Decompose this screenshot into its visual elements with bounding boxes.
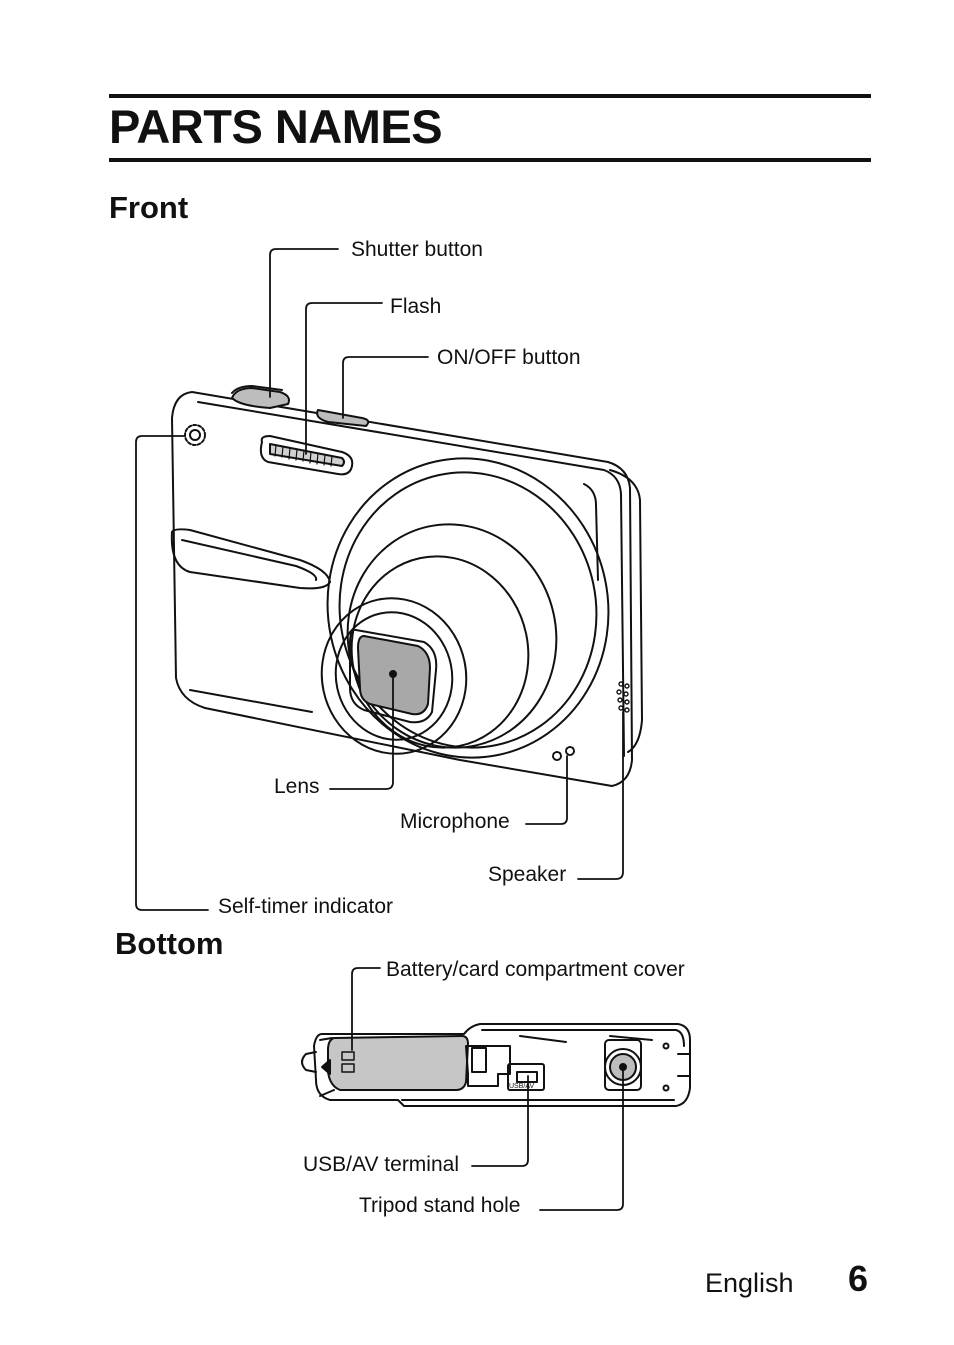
page-title: PARTS NAMES <box>109 100 443 153</box>
label-self-timer-indicator: Self-timer indicator <box>218 895 394 918</box>
camera-front-illustration <box>170 385 643 787</box>
title-rule-bottom <box>109 158 871 162</box>
label-on-off-button: ON/OFF button <box>437 346 581 369</box>
footer-language: English <box>705 1268 794 1298</box>
section-title-front: Front <box>109 190 189 225</box>
label-lens: Lens <box>274 775 320 798</box>
label-shutter-button: Shutter button <box>351 238 483 261</box>
usb-av-marking: USB/AV <box>509 1083 534 1090</box>
label-battery-card-cover: Battery/card compartment cover <box>386 958 685 981</box>
label-speaker: Speaker <box>488 863 567 886</box>
title-rule-top <box>109 94 871 98</box>
camera-bottom-illustration <box>301 1023 691 1107</box>
label-microphone: Microphone <box>400 810 510 833</box>
front-leader-lines <box>135 248 624 911</box>
label-tripod-stand-hole: Tripod stand hole <box>359 1194 521 1217</box>
label-usb-av-terminal: USB/AV terminal <box>303 1153 459 1176</box>
page-number: 6 <box>848 1258 869 1299</box>
bottom-leader-lines <box>351 967 624 1211</box>
section-title-bottom: Bottom <box>115 926 224 961</box>
label-flash: Flash <box>390 295 442 318</box>
